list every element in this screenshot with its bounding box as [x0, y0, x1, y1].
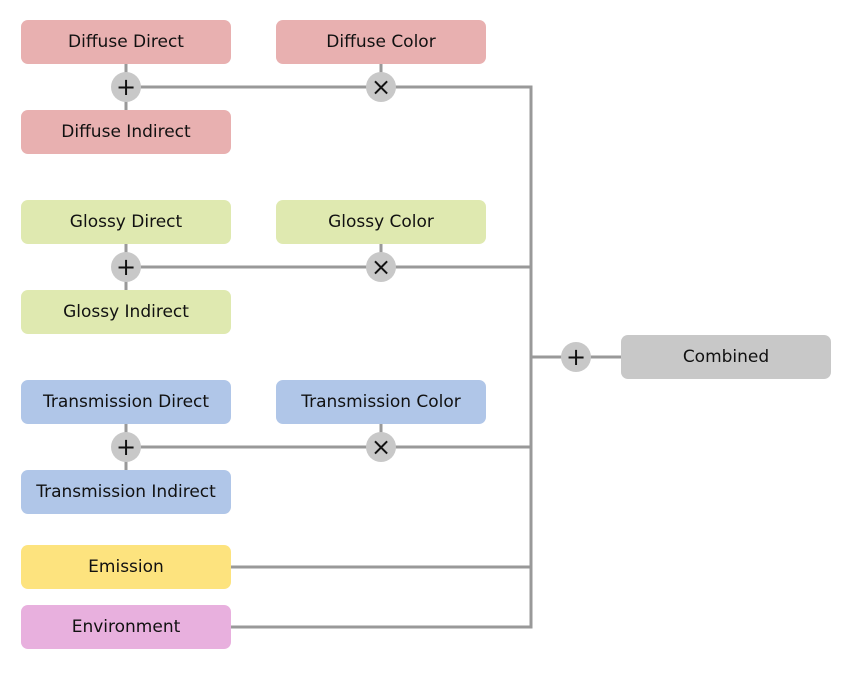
glossy-indirect-node: Glossy Indirect: [21, 290, 231, 334]
multiply-operator-icon: ×: [366, 432, 396, 462]
multiply-operator-icon: ×: [366, 252, 396, 282]
add-operator-icon: +: [111, 432, 141, 462]
combined-node: Combined: [621, 335, 831, 379]
diffuse-color-node: Diffuse Color: [276, 20, 486, 64]
diffuse-direct-node: Diffuse Direct: [21, 20, 231, 64]
multiply-operator-icon: ×: [366, 72, 396, 102]
transmission-color-node: Transmission Color: [276, 380, 486, 424]
add-operator-icon: +: [111, 252, 141, 282]
glossy-color-node: Glossy Color: [276, 200, 486, 244]
glossy-direct-node: Glossy Direct: [21, 200, 231, 244]
environment-node: Environment: [21, 605, 231, 649]
transmission-indirect-node: Transmission Indirect: [21, 470, 231, 514]
diffuse-indirect-node: Diffuse Indirect: [21, 110, 231, 154]
add-operator-icon: +: [111, 72, 141, 102]
add-operator-icon: +: [561, 342, 591, 372]
emission-node: Emission: [21, 545, 231, 589]
transmission-direct-node: Transmission Direct: [21, 380, 231, 424]
